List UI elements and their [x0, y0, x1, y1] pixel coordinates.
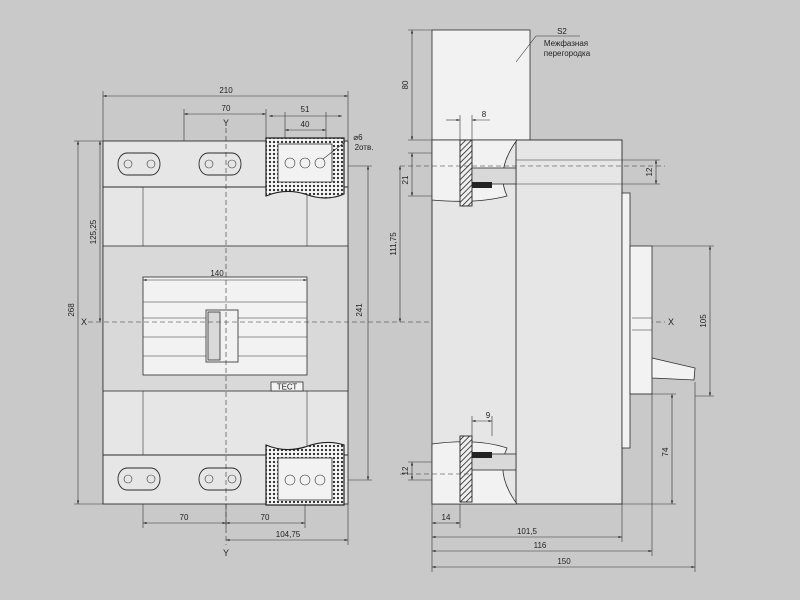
dim-depth-3: 150 [557, 557, 571, 566]
dim-barrier-height: 80 [401, 80, 410, 89]
side-terminal-top [431, 139, 518, 207]
dim-pole-pitch-top: 70 [222, 104, 231, 113]
dim-axis-to-top: 125,25 [89, 219, 98, 244]
dim-axis-to-terminal: 104,75 [276, 530, 301, 539]
dim-depth-1: 101,5 [517, 527, 538, 536]
dim-base-to-axis: 74 [661, 447, 670, 456]
dim-handle-width: 140 [210, 269, 224, 278]
side-terminal-bottom [431, 435, 518, 505]
dim-terminal-span: 241 [355, 303, 364, 317]
note-hole-diameter: ⌀6 [353, 133, 363, 142]
dim-terminal-bottom-offset: 12 [401, 466, 410, 475]
dim-side-axis-to-terminal: 111,75 [389, 232, 398, 256]
dim-barrier-thickness: 8 [482, 110, 487, 119]
mounting-slot [117, 467, 161, 491]
side-handle [651, 357, 696, 381]
axis-x-label-side: X [668, 317, 674, 327]
axis-y-label-bottom: Y [223, 548, 229, 558]
dim-terminal-bottom-thickness: 9 [486, 411, 491, 420]
terminal-bottom [265, 441, 345, 506]
barrier-label-1: Межфазная [544, 39, 588, 48]
mounting-slot [198, 152, 242, 176]
test-button [270, 381, 304, 392]
dim-handle-height: 105 [699, 314, 708, 328]
dim-terminal-top-thickness: 12 [645, 167, 654, 176]
mounting-slot [198, 467, 242, 491]
test-button-label: ТЕСТ [277, 383, 298, 392]
axis-x-label-front: X [81, 317, 87, 327]
side-view: 80 S2 Межфазная перегородка 8 21 12 111,… [389, 27, 714, 572]
dim-terminal-top-offset: 21 [401, 175, 410, 184]
dim-terminal-inner: 40 [301, 120, 310, 129]
barrier-label-2: перегородка [544, 49, 591, 58]
barrier-code: S2 [557, 27, 567, 36]
dim-terminal-width: 51 [301, 105, 310, 114]
phase-barrier [431, 29, 531, 141]
axis-y-label-top: Y [223, 118, 229, 128]
front-view: ТЕСТ [67, 86, 665, 558]
dim-overall-width: 210 [219, 86, 233, 95]
note-hole-count: 2отв. [355, 143, 374, 152]
dim-terminal-depth: 14 [442, 513, 451, 522]
dim-overall-height: 268 [67, 303, 76, 317]
dim-depth-2: 116 [534, 541, 547, 550]
mounting-slot [117, 152, 161, 176]
dim-pole-pitch-bottom-2: 70 [261, 513, 270, 522]
dim-pole-pitch-bottom-1: 70 [180, 513, 189, 522]
terminal-top [265, 137, 345, 199]
